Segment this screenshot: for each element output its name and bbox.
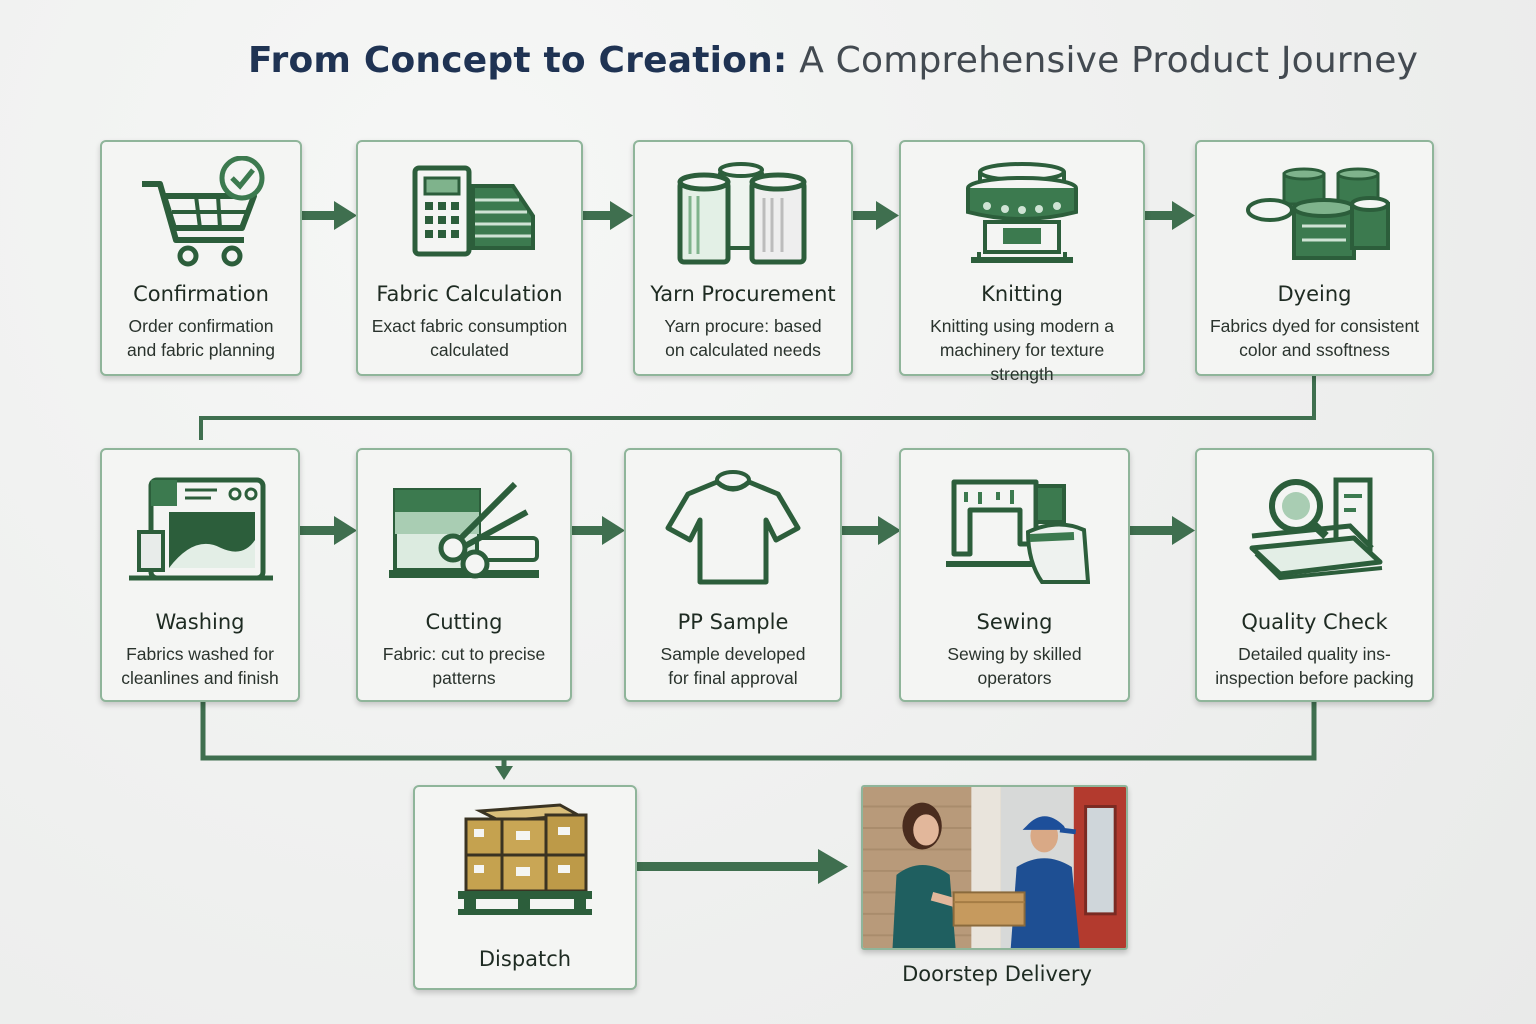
shopping-cart-check-icon bbox=[102, 150, 300, 282]
step-desc-line: calculated bbox=[430, 340, 509, 360]
step-desc: Detailed quality ins- inspection before … bbox=[1207, 642, 1422, 690]
step-card-knitting: Knitting Knitting using modern a machine… bbox=[899, 140, 1145, 384]
step-card-confirmation: Confirmation Order confirmation and fabr… bbox=[100, 140, 302, 376]
step-desc-line: Knitting using modern a bbox=[930, 316, 1114, 336]
step-desc: Fabrics dyed for consistent color and ss… bbox=[1207, 314, 1422, 362]
step-desc-line: cleanlines and finish bbox=[121, 668, 279, 688]
step-name: Dispatch bbox=[478, 947, 572, 971]
arrow-9-10 bbox=[1128, 516, 1195, 545]
step-desc: Yarn procure: based on calculated needs bbox=[645, 314, 841, 362]
step-desc-line: Sample developed bbox=[660, 644, 806, 664]
row1-arrows bbox=[298, 201, 1195, 230]
step-desc-line: and fabric planning bbox=[127, 340, 275, 360]
step-desc-line: Fabric: cut to precise bbox=[382, 644, 546, 664]
step-card-dispatch: Dispatch bbox=[413, 785, 637, 990]
step-card-yarn-procurement: Yarn Procurement Yarn procure: based on … bbox=[633, 140, 853, 376]
arrow-6-7 bbox=[298, 516, 357, 545]
step-desc-line: on calculated needs bbox=[665, 340, 821, 360]
step-card-fabric-calculation: Fabric Calculation Exact fabric consumpt… bbox=[356, 140, 583, 376]
dye-vats-icon bbox=[1197, 150, 1432, 282]
title-rest: A Comprehensive Product Journey bbox=[787, 40, 1419, 81]
step-name: Washing bbox=[155, 610, 245, 634]
step-card-dyeing: Dyeing Fabrics dyed for consistent color… bbox=[1195, 140, 1434, 376]
calculator-fabric-icon bbox=[358, 150, 581, 282]
step-card-pp-sample: PP Sample Sample developed for final app… bbox=[624, 448, 842, 702]
dispatch-arrowhead bbox=[495, 766, 513, 780]
step-desc-line: color and ssoftness bbox=[1239, 340, 1390, 360]
step-card-cutting: Cutting Fabric: cut to precise patterns bbox=[356, 448, 572, 702]
arrow-8-9 bbox=[840, 516, 901, 545]
step-desc-line: Fabrics washed for bbox=[126, 644, 274, 664]
arrow-4-5 bbox=[1142, 201, 1195, 230]
doorstep-delivery-photo bbox=[861, 785, 1128, 950]
step-name: Cutting bbox=[425, 610, 503, 634]
page-title: From Concept to Creation: A Comprehensiv… bbox=[248, 40, 1448, 81]
arrow-dispatch-delivery bbox=[629, 849, 848, 884]
step-desc-line: Fabrics dyed for consistent bbox=[1209, 316, 1420, 336]
step-desc-line: machinery for texture strength bbox=[939, 340, 1105, 384]
step-name: Confirmation bbox=[133, 282, 269, 306]
step-card-quality-check: Quality Check Detailed quality ins- insp… bbox=[1195, 448, 1434, 702]
step-desc: Sample developed for final approval bbox=[636, 642, 830, 690]
washing-machine-icon bbox=[102, 464, 298, 596]
step-name: PP Sample bbox=[677, 610, 789, 634]
step-desc: Fabrics washed for cleanlines and finish bbox=[112, 642, 288, 690]
step-desc-line: Yarn procure: based bbox=[664, 316, 822, 336]
step-desc-line: inspection before packing bbox=[1215, 668, 1414, 688]
title-bold: From Concept to Creation: bbox=[248, 40, 788, 81]
step-name: Sewing bbox=[976, 610, 1053, 634]
step-name-delivery: Doorstep Delivery bbox=[902, 962, 1092, 986]
step-desc: Knitting using modern a machinery for te… bbox=[911, 314, 1133, 386]
step-desc-line: Order confirmation bbox=[128, 316, 274, 336]
arrow-3-4 bbox=[848, 201, 899, 230]
arrow-7-8 bbox=[572, 516, 625, 545]
step-desc: Exact fabric consumption calculated bbox=[368, 314, 571, 362]
step-card-washing: Washing Fabrics washed for cleanlines an… bbox=[100, 448, 300, 702]
step-name: Quality Check bbox=[1241, 610, 1388, 634]
step-desc-line: patterns bbox=[432, 668, 496, 688]
step-name: Knitting bbox=[981, 282, 1063, 306]
arrow-2-3 bbox=[582, 201, 633, 230]
step-name: Fabric Calculation bbox=[376, 282, 563, 306]
step-desc-line: operators bbox=[977, 668, 1052, 688]
step-name: Yarn Procurement bbox=[650, 282, 836, 306]
step-desc-line: Sewing by skilled bbox=[947, 644, 1082, 664]
scissors-fabric-icon bbox=[358, 464, 570, 596]
pallet-boxes-icon bbox=[415, 793, 635, 925]
step-name: Dyeing bbox=[1277, 282, 1352, 306]
step-desc-line: for final approval bbox=[668, 668, 798, 688]
tshirt-icon bbox=[626, 464, 840, 596]
step-desc: Sewing by skilled operators bbox=[911, 642, 1118, 690]
yarn-spools-icon bbox=[635, 150, 851, 282]
sewing-machine-icon bbox=[901, 464, 1128, 596]
step-desc: Order confirmation and fabric planning bbox=[112, 314, 290, 362]
arrow-1-2 bbox=[298, 201, 357, 230]
step-desc-line: Detailed quality ins- bbox=[1238, 644, 1391, 664]
step-card-sewing: Sewing Sewing by skilled operators bbox=[899, 448, 1130, 702]
merge-connector bbox=[200, 702, 1317, 770]
magnifier-inspection-icon bbox=[1197, 464, 1432, 596]
wrap-connector bbox=[199, 376, 1316, 440]
row2-arrows bbox=[298, 516, 1195, 545]
knitting-machine-icon bbox=[901, 150, 1143, 282]
step-desc-line: Exact fabric consumption bbox=[371, 316, 568, 336]
step-desc: Fabric: cut to precise patterns bbox=[368, 642, 560, 690]
